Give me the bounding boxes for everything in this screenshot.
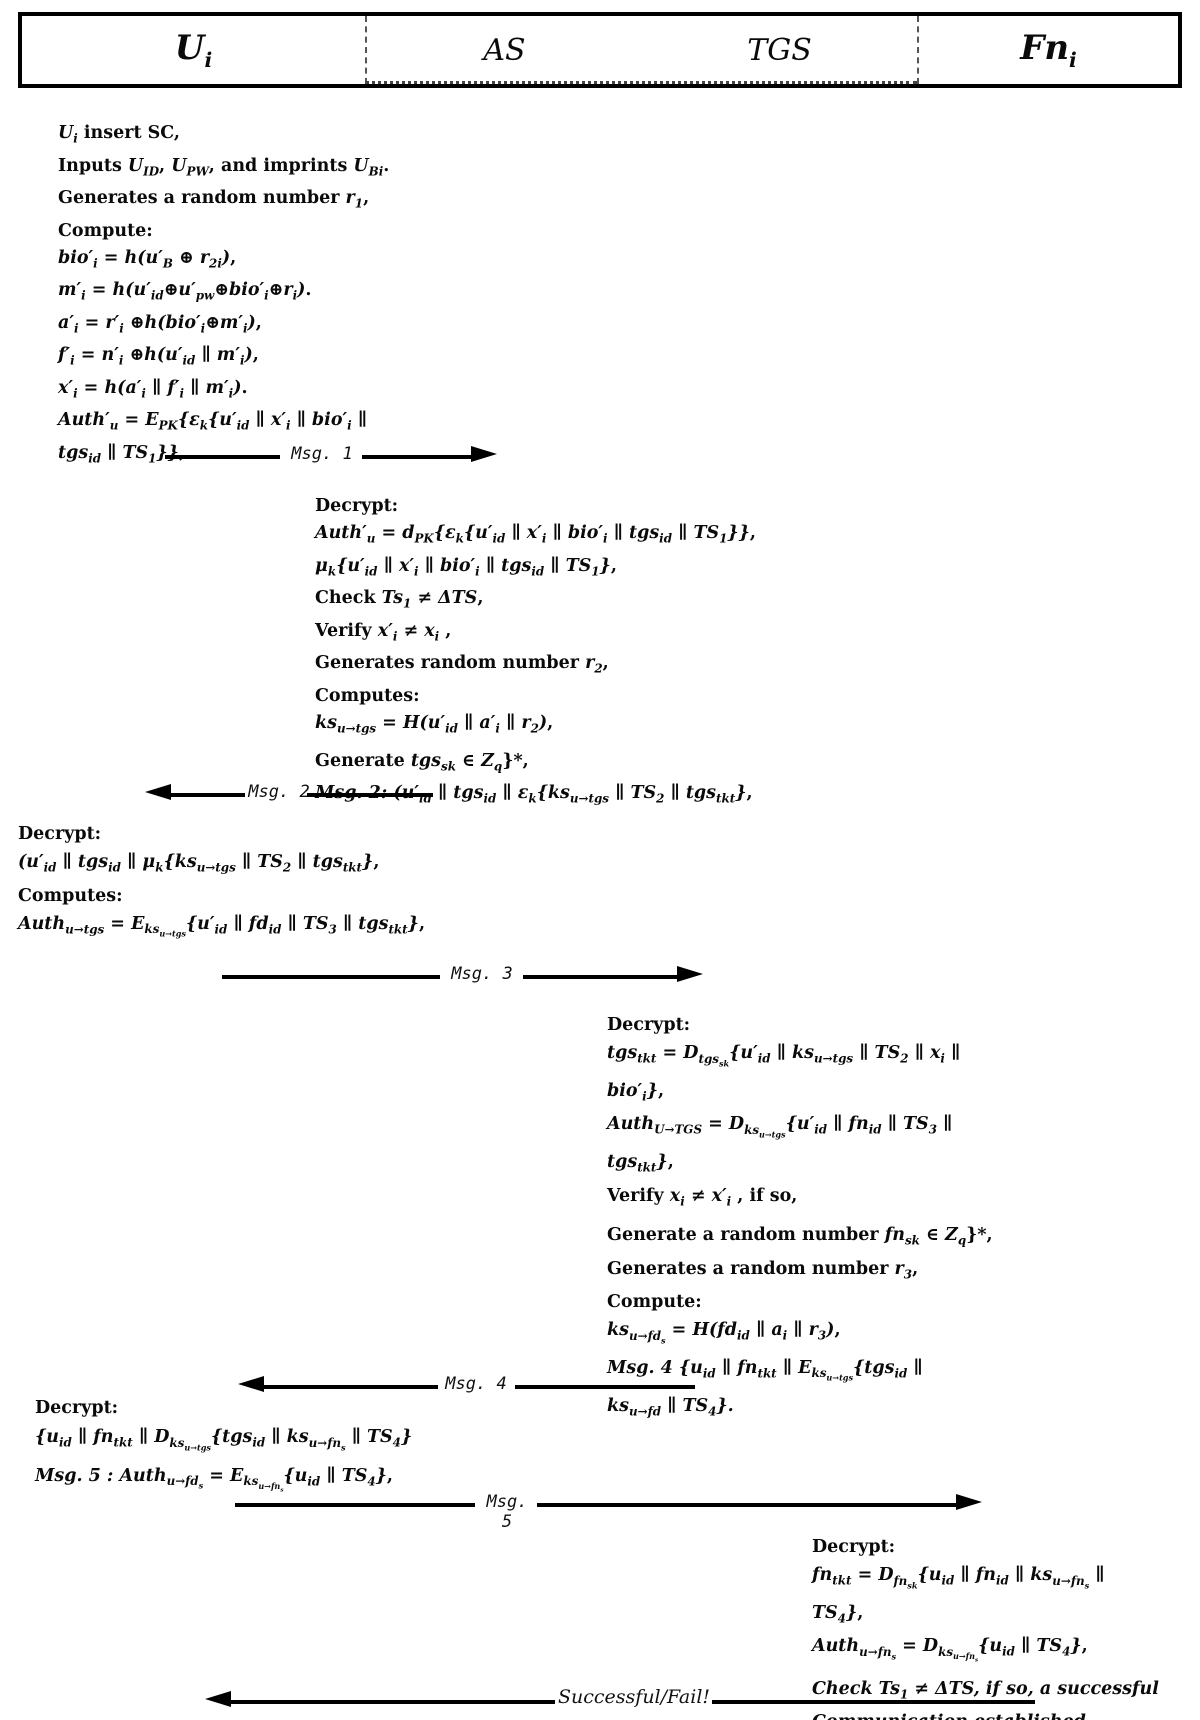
result-arrow: Successful/Fail! [0, 1686, 1200, 1715]
text-line: Compute: [607, 1292, 702, 1313]
msg5-label: Msg. 5 [486, 1492, 528, 1532]
text-line: tgstkt}, [607, 1152, 674, 1175]
arrowhead-right-icon [677, 966, 703, 982]
text-line: x′i = h(a′i ∥ f′i ∥ m′i). [58, 377, 248, 401]
text-line: Generate a random number fnsk ∈ Zq}*, [607, 1225, 993, 1248]
party-label-as: AS [483, 32, 526, 68]
text-line: Communication established. [812, 1708, 1197, 1720]
arrow-line [362, 455, 472, 459]
text-line: ksu→fd ∥ TS4}. [607, 1395, 734, 1419]
arrow-line [222, 975, 440, 979]
text-line: Decrypt: [315, 496, 399, 516]
msg3-label: Msg. 3 [451, 964, 513, 984]
arrow-line [235, 1503, 475, 1507]
text-line: Verify x′i ≠ xi , [315, 620, 452, 644]
arrowhead-left-icon [238, 1376, 264, 1392]
tgs-verification-block: Decrypt: tgstkt = Dtgssk{u′id ∥ ksu→tgs ∥… [607, 1011, 1127, 1425]
arrowhead-left-icon [205, 1691, 231, 1707]
arrow-line [165, 455, 280, 459]
party-cell-fn: Fni [917, 16, 1178, 84]
text-line: Msg. 2: (u′id ∥ tgsid ∥ εk{ksu→tgs ∥ TS2… [315, 783, 753, 806]
party-cell-as: AS [365, 16, 642, 84]
arrow-line [537, 1503, 957, 1507]
text-line: tgstkt = Dtgssk{u′id ∥ ksu→tgs ∥ TS2 ∥ x… [607, 1043, 961, 1068]
text-line: Decrypt: [607, 1015, 691, 1035]
result-label: Successful/Fail! [558, 1686, 711, 1708]
text-line: {uid ∥ fntkt ∥ Dksu→tgs{tgsid ∥ ksu→fns … [35, 1427, 413, 1452]
text-line: ksu→fds = H(fdid ∥ ai ∥ r3), [607, 1320, 841, 1345]
text-line: Inputs UID, UPW, and imprints UBi. [58, 155, 390, 179]
ui-msg5-block: Decrypt: {uid ∥ fntkt ∥ Dksu→tgs{tgsid ∥ … [35, 1394, 555, 1505]
text-line: f′i = n′i ⊕h(u′id ∥ m′i), [58, 345, 259, 368]
text-line: tgsid ∥ TS1}}, [58, 442, 186, 466]
msg1-arrow: Msg. 1 [0, 444, 1200, 470]
msg4-label: Msg. 4 [445, 1374, 507, 1394]
text-line: Auth′u = EPK{εk{u′id ∥ x′i ∥ bio′i ∥ [58, 410, 367, 433]
arrow-line [712, 1700, 1035, 1704]
dashed-divider [365, 81, 917, 84]
text-line: Authu→fns = Dksu→fns{uid ∥ TS4}, [812, 1636, 1088, 1664]
arrow-line [229, 1700, 555, 1704]
msg3-arrow: Msg. 3 [0, 964, 1200, 990]
party-label-fn: Fni [1020, 28, 1077, 72]
text-line: Ui insert SC, [58, 123, 180, 146]
as-verification-block: Decrypt: Auth′u = dPK{εk{u′id ∥ x′i ∥ bio… [315, 493, 815, 813]
arrowhead-right-icon [471, 446, 497, 462]
text-line: Authu→tgs = Eksu→tgs{u′id ∥ fdid ∥ TS3 ∥… [18, 913, 426, 939]
ui-computation-block: Ui insert SC, Inputs UID, UPW, and imprin… [58, 120, 528, 472]
text-line: Generates random number r2, [315, 653, 609, 676]
text-line: AuthU→TGS = Dksu→tgs{u′id ∥ fnid ∥ TS3 ∥ [607, 1114, 953, 1140]
party-label-tgs: TGS [747, 32, 812, 68]
text-line: TS4}, [812, 1602, 864, 1626]
text-line: Computes: [18, 885, 123, 906]
msg2-arrow: Msg. 2 [0, 782, 1200, 808]
text-line: Computes: [315, 685, 420, 706]
text-line: a′i = r′i ⊕h(bio′i⊕m′i), [58, 312, 262, 336]
arrowhead-right-icon [956, 1494, 982, 1510]
text-line: Verify xi ≠ x′i , if so, [607, 1185, 798, 1209]
party-cell-tgs: TGS [642, 16, 917, 84]
arrow-line [307, 793, 433, 797]
arrow-line [262, 1385, 438, 1389]
text-line: bio′i}, [607, 1080, 665, 1104]
text-line: m′i = h(u′id⊕u′pw⊕bio′i⊕ri). [58, 280, 312, 303]
text-line: Decrypt: [35, 1398, 119, 1418]
arrow-line [523, 975, 678, 979]
arrow-line [515, 1385, 695, 1389]
text-line: bio′i = h(u′B ⊕ r2i), [58, 247, 237, 271]
msg2-label: Msg. 2 [248, 782, 310, 802]
ui-decrypt-block: Decrypt: (u′id ∥ tgsid ∥ μk{ksu→tgs ∥ TS2… [18, 820, 538, 947]
arrowhead-left-icon [145, 784, 171, 800]
arrow-line [169, 793, 245, 797]
party-label-ui: Ui [174, 28, 213, 72]
text-line: Generates a random number r1, [58, 188, 370, 211]
text-line: Msg. 5 : Authu→fds = Eksu→fns{uid ∥ TS4}… [35, 1465, 393, 1494]
party-cell-ui: Ui [22, 16, 365, 84]
text-line: Decrypt: [812, 1537, 896, 1557]
fn-verification-block: Decrypt: fntkt = Dfnsk{uid ∥ fnid ∥ ksu→f… [812, 1533, 1197, 1720]
text-line: Msg. 4 {uid ∥ fntkt ∥ Eksu→tgs{tgsid ∥ [607, 1357, 923, 1383]
text-line: μk{u′id ∥ x′i ∥ bio′i ∥ tgsid ∥ TS1}, [315, 555, 617, 579]
msg1-label: Msg. 1 [291, 444, 353, 464]
msg5-arrow: Msg. 5 [0, 1492, 1200, 1532]
text-line: Check Ts1 ≠ ΔTS, if so, a successful [812, 1678, 1159, 1702]
text-line: ksu→tgs = H(u′id ∥ a′i ∥ r2), [315, 712, 554, 736]
text-line: Generate tgssk ∈ Zq}*, [315, 750, 529, 774]
text-line: Auth′u = dPK{εk{u′id ∥ x′i ∥ bio′i ∥ tgs… [315, 523, 757, 546]
text-line: (u′id ∥ tgsid ∥ μk{ksu→tgs ∥ TS2 ∥ tgstk… [18, 852, 380, 875]
text-line: Generates a random number r3, [607, 1258, 919, 1282]
text-line: fntkt = Dfnsk{uid ∥ fnid ∥ ksu→fns ∥ [812, 1565, 1105, 1590]
text-line: Compute: [58, 220, 153, 241]
text-line: Check Ts1 ≠ ΔTS, [315, 588, 484, 611]
participants-header: Ui AS TGS Fni [18, 12, 1182, 88]
msg4-arrow: Msg. 4 [0, 1374, 1200, 1400]
text-line: Decrypt: [18, 824, 102, 844]
